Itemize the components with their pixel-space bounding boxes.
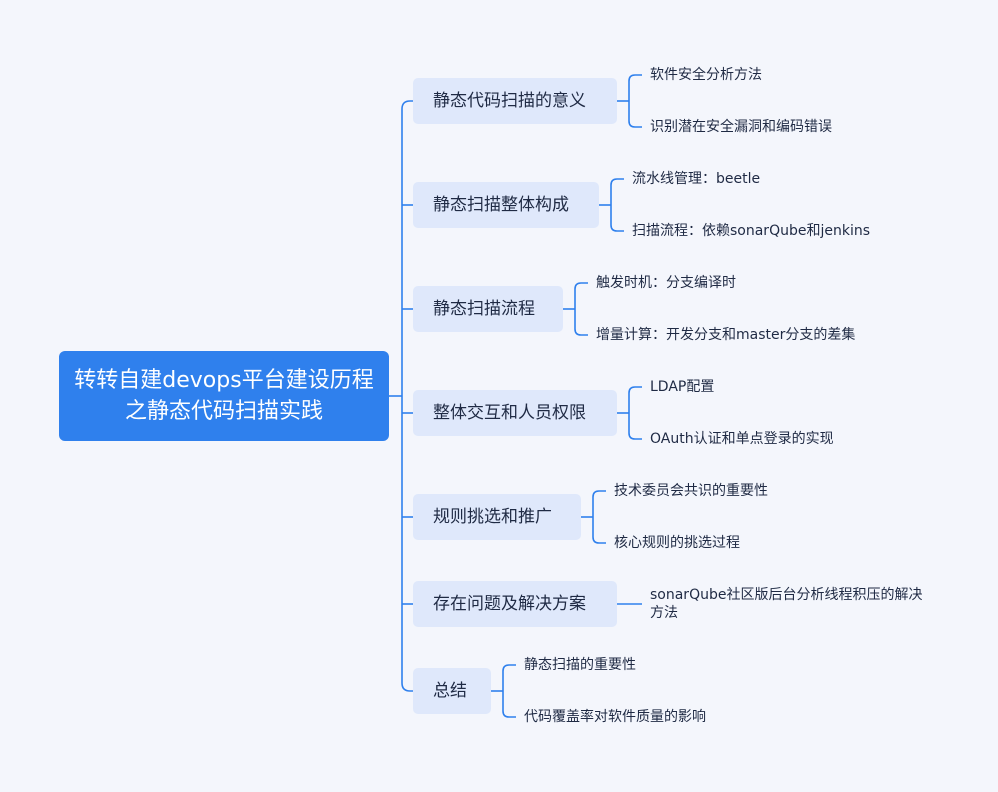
leaf-label: 识别潜在安全漏洞和编码错误: [650, 119, 832, 135]
leaf-connector: [628, 74, 642, 128]
branch-label: 整体交互和人员权限: [433, 403, 586, 423]
leaf-label: 代码覆盖率对软件质量的影响: [524, 709, 706, 725]
branch-label: 规则挑选和推广: [433, 507, 552, 527]
leaf-label: 增量计算：开发分支和master分支的差集: [596, 327, 856, 343]
leaf-node[interactable]: 流水线管理：beetle: [632, 170, 760, 188]
trunk-line: [401, 100, 413, 692]
leaf-connector: [592, 490, 606, 544]
leaf-label: 软件安全分析方法: [650, 67, 762, 83]
leaf-label: 静态扫描的重要性: [524, 657, 636, 673]
leaf-label: 扫描流程：依赖sonarQube和jenkins: [632, 223, 870, 239]
leaf-connector: [502, 664, 516, 718]
branch-label: 静态代码扫描的意义: [433, 91, 586, 111]
leaf-label: 核心规则的挑选过程: [614, 535, 740, 551]
leaf-node[interactable]: 核心规则的挑选过程: [614, 534, 740, 552]
leaf-node[interactable]: 扫描流程：依赖sonarQube和jenkins: [632, 222, 870, 240]
leaf-node[interactable]: 代码覆盖率对软件质量的影响: [524, 708, 706, 726]
leaf-node[interactable]: 增量计算：开发分支和master分支的差集: [596, 326, 855, 344]
branch-node-issues[interactable]: 存在问题及解决方案: [413, 581, 617, 627]
leaf-label: sonarQube社区版后台分析线程积压的解决方法: [650, 587, 923, 621]
leaf-label: LDAP配置: [650, 379, 715, 395]
leaf-label: 触发时机：分支编译时: [596, 275, 736, 291]
branch-node-permissions[interactable]: 整体交互和人员权限: [413, 390, 617, 436]
leaf-connector: [610, 178, 624, 232]
leaf-connector: [574, 282, 588, 336]
branch-node-process[interactable]: 静态扫描流程: [413, 286, 563, 332]
branch-node-significance[interactable]: 静态代码扫描的意义: [413, 78, 617, 124]
root-node[interactable]: 转转自建devops平台建设历程之静态代码扫描实践: [59, 351, 389, 441]
leaf-node[interactable]: OAuth认证和单点登录的实现: [650, 430, 834, 448]
leaf-label: 技术委员会共识的重要性: [614, 483, 768, 499]
branch-label: 存在问题及解决方案: [433, 594, 586, 614]
leaf-label: 流水线管理：beetle: [632, 171, 761, 187]
leaf-connector: [628, 386, 642, 440]
leaf-node[interactable]: sonarQube社区版后台分析线程积压的解决方法: [650, 586, 930, 622]
root-title: 转转自建devops平台建设历程之静态代码扫描实践: [74, 368, 374, 424]
branch-node-composition[interactable]: 静态扫描整体构成: [413, 182, 599, 228]
branch-label: 静态扫描流程: [433, 299, 535, 319]
branch-label: 总结: [433, 681, 467, 701]
branch-node-rules[interactable]: 规则挑选和推广: [413, 494, 581, 540]
leaf-node[interactable]: 技术委员会共识的重要性: [614, 482, 768, 500]
leaf-node[interactable]: 软件安全分析方法: [650, 66, 762, 84]
leaf-node[interactable]: 识别潜在安全漏洞和编码错误: [650, 118, 832, 136]
branch-node-summary[interactable]: 总结: [413, 668, 491, 714]
leaf-label: OAuth认证和单点登录的实现: [650, 431, 834, 447]
leaf-node[interactable]: LDAP配置: [650, 378, 714, 396]
leaf-node[interactable]: 触发时机：分支编译时: [596, 274, 736, 292]
leaf-node[interactable]: 静态扫描的重要性: [524, 656, 636, 674]
branch-label: 静态扫描整体构成: [433, 195, 569, 215]
